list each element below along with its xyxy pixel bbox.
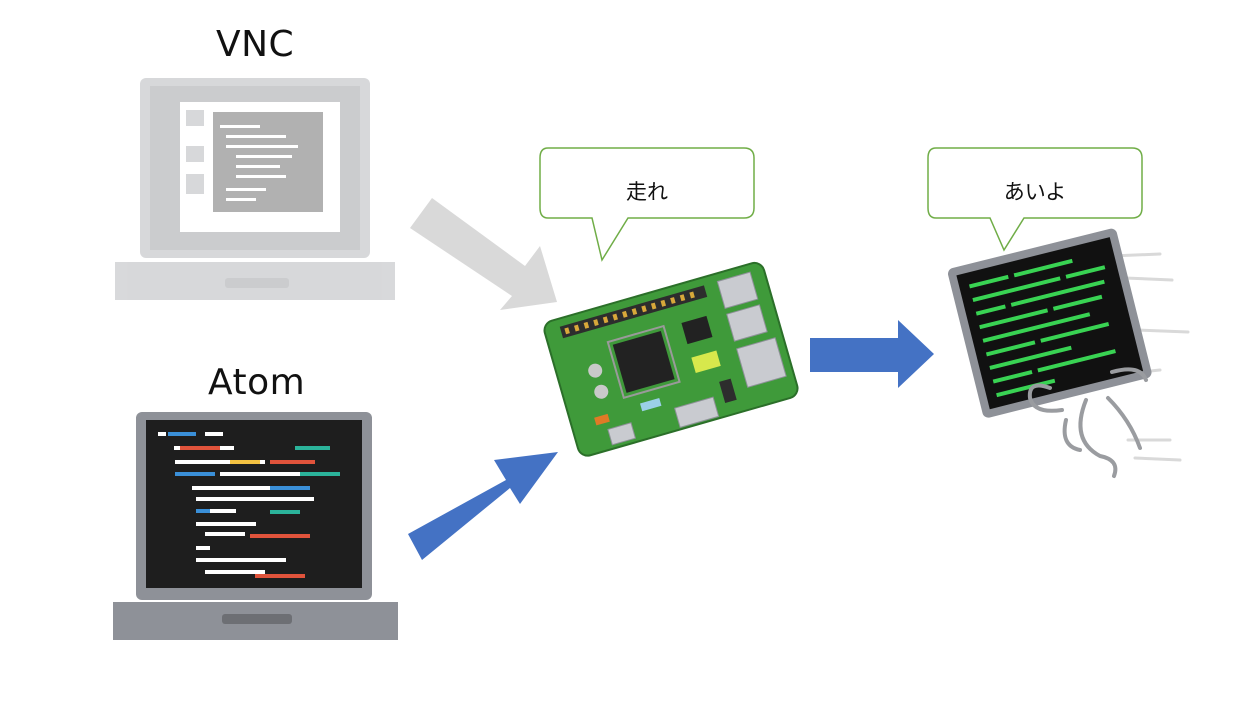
running-terminal-icon <box>947 228 1190 478</box>
bubble-left-text: 走れ <box>626 180 668 204</box>
raspberry-pi-board-icon <box>543 261 799 457</box>
atom-label: Atom <box>208 362 306 403</box>
bubble-left: 走れ <box>540 148 754 218</box>
atom-laptop-icon <box>113 412 398 640</box>
bubble-right-text: あいよ <box>1003 180 1067 204</box>
bubble-left-shape <box>539 147 755 262</box>
vnc-laptop-icon <box>115 78 395 300</box>
blue-arrow-up <box>408 452 558 560</box>
bubble-right-shape <box>927 147 1143 252</box>
vnc-label: VNC <box>216 24 295 65</box>
bubble-right: あいよ <box>928 148 1142 218</box>
blue-arrow-right <box>810 320 934 388</box>
gray-arrow <box>410 198 557 310</box>
